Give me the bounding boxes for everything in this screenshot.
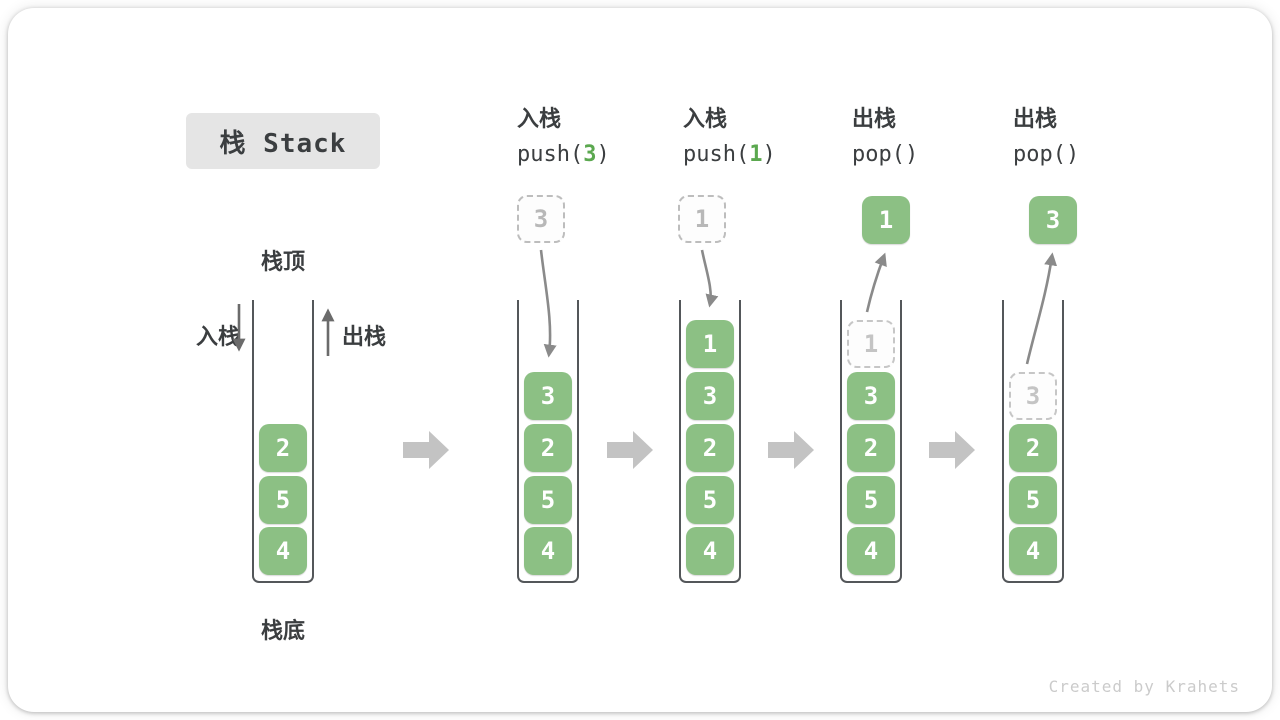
stack-cell: 1 [686, 320, 734, 368]
stack-container-4 [840, 300, 902, 583]
stack-cell: 5 [524, 476, 572, 524]
op-name: 出栈 [852, 107, 897, 132]
code-pre: push( [683, 142, 750, 167]
pop-side-label: 出栈 [342, 325, 387, 350]
floating-value-solid: 1 [862, 196, 910, 244]
next-state-arrow-icon [403, 431, 449, 469]
stack-cell: 4 [686, 527, 734, 575]
stack-cell: 3 [847, 372, 895, 420]
stack-cell: 5 [686, 476, 734, 524]
code-arg: 1 [749, 142, 763, 167]
op-code: push(3) [517, 142, 677, 168]
ghost-cell: 1 [847, 320, 895, 368]
stack-cell: 4 [847, 527, 895, 575]
watermark: Created by Krahets [1048, 677, 1240, 696]
code-pre: push( [517, 142, 584, 167]
op-header-push3: 入栈 push(3) [517, 106, 677, 168]
stack-top-label: 栈顶 [260, 250, 305, 275]
code-post: ) [596, 142, 610, 167]
stack-container-1 [252, 300, 314, 583]
code-post: ) [1065, 142, 1080, 167]
op-header-pop1: 出栈 pop() [852, 106, 1012, 168]
op-code: pop() [852, 142, 1012, 168]
next-state-arrow-icon [607, 431, 653, 469]
stack-container-3 [679, 300, 741, 583]
op-header-push1: 入栈 push(1) [683, 106, 843, 168]
stack-cell: 2 [847, 424, 895, 472]
code-post: ) [762, 142, 776, 167]
floating-value-dashed: 3 [517, 195, 565, 243]
op-name: 入栈 [517, 107, 562, 132]
stack-cell: 3 [524, 372, 572, 420]
op-code: push(1) [683, 142, 843, 168]
ghost-cell: 3 [1009, 372, 1057, 420]
stack-cell: 5 [1009, 476, 1057, 524]
floating-value-dashed: 1 [678, 195, 726, 243]
push-side-label: 入栈 [196, 325, 241, 350]
code-pre: pop( [1013, 142, 1066, 167]
op-code: pop() [1013, 142, 1173, 168]
title-badge: 栈 Stack [186, 113, 380, 169]
next-state-arrow-icon [768, 431, 814, 469]
code-arg: 3 [583, 142, 597, 167]
stack-cell: 4 [259, 527, 307, 575]
op-header-pop3: 出栈 pop() [1013, 106, 1173, 168]
op-name: 出栈 [1013, 107, 1058, 132]
stack-cell: 4 [524, 527, 572, 575]
stack-bottom-label: 栈底 [260, 619, 305, 644]
next-state-arrow-icon [929, 431, 975, 469]
stack-cell: 2 [524, 424, 572, 472]
stack-cell: 2 [1009, 424, 1057, 472]
stack-cell: 2 [686, 424, 734, 472]
stack-container-5 [1002, 300, 1064, 583]
stack-cell: 3 [686, 372, 734, 420]
stack-cell: 4 [1009, 527, 1057, 575]
floating-value-solid: 3 [1029, 196, 1077, 244]
stack-container-2 [517, 300, 579, 583]
stack-cell: 5 [847, 476, 895, 524]
code-post: ) [904, 142, 919, 167]
code-pre: pop( [852, 142, 905, 167]
op-name: 入栈 [683, 107, 728, 132]
stack-cell: 2 [259, 424, 307, 472]
stack-cell: 5 [259, 476, 307, 524]
